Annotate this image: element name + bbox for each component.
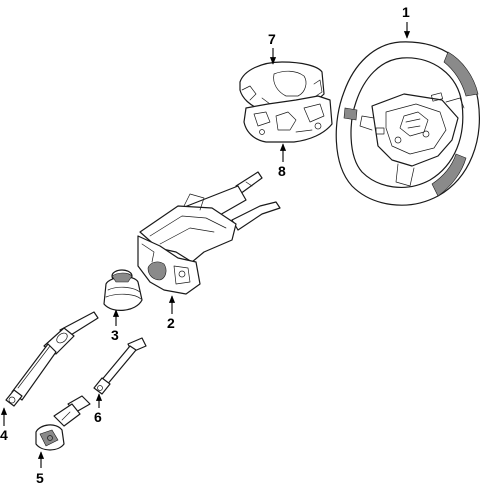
callout-5: 5 (36, 470, 44, 486)
lower-column-cover (243, 95, 333, 143)
column-boot (103, 269, 143, 311)
intermediate-shaft (5, 311, 99, 407)
lower-shaft (93, 337, 147, 395)
steering-column (137, 171, 281, 295)
callout-2: 2 (167, 315, 175, 331)
steering-wheel (335, 41, 480, 206)
callout-7: 7 (268, 31, 276, 47)
leader-lines (0, 22, 411, 468)
callout-4: 4 (0, 427, 8, 443)
callout-labels: 1 7 8 2 3 4 6 5 (0, 4, 410, 486)
callout-6: 6 (94, 409, 102, 425)
callout-8: 8 (278, 163, 286, 179)
universal-joint (35, 395, 91, 451)
callout-1: 1 (402, 4, 410, 20)
callout-3: 3 (111, 327, 119, 343)
